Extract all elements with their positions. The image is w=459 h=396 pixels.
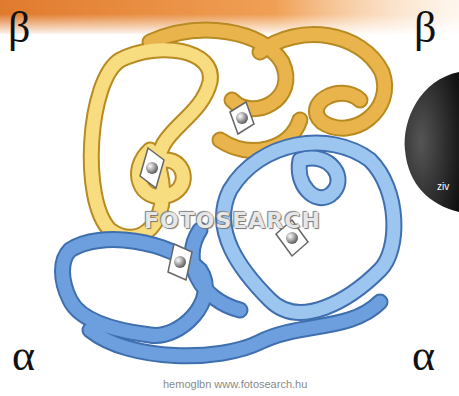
watermark: FOTOSEARCH xyxy=(144,210,321,232)
alpha-chains xyxy=(63,143,394,356)
subunit-label: β xyxy=(414,6,436,50)
beta-chains xyxy=(91,30,384,237)
subunit-label: β xyxy=(8,6,30,50)
subunit-label: α xyxy=(12,334,35,378)
watermark-caption: hemoglbn www.fotosearch.hu xyxy=(163,379,307,390)
subunit-label: α xyxy=(412,334,435,378)
heme-groups xyxy=(140,102,308,280)
watermark-fragment: ziv xyxy=(437,182,449,192)
dark-orb xyxy=(405,72,459,212)
